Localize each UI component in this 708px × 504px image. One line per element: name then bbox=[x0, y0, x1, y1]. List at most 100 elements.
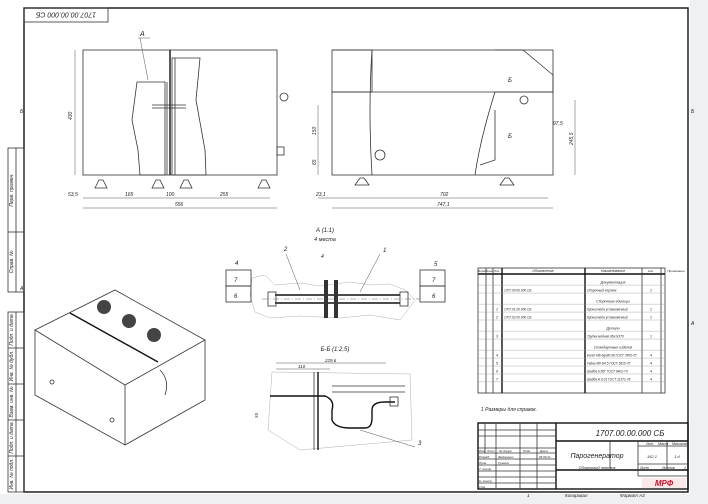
page-number: 1 bbox=[527, 493, 530, 498]
front-view: А 430 53,5 165 100 255 556 bbox=[68, 31, 289, 209]
spec-cell-code: 1707.02.00.000 СБ bbox=[504, 316, 531, 320]
svg-text:Зона: Зона bbox=[486, 269, 493, 273]
spec-cell-pos: 2 bbox=[495, 316, 498, 320]
svg-text:Лист: Лист bbox=[486, 449, 495, 453]
spec-cell-qty: 4 bbox=[650, 377, 652, 381]
spec-cell-pos: 5 bbox=[496, 362, 498, 366]
svg-text:23,1: 23,1 bbox=[315, 192, 326, 198]
spec-cell-qty: 1 bbox=[650, 316, 652, 320]
svg-text:1:4: 1:4 bbox=[674, 454, 680, 459]
svg-text:Поз.: Поз. bbox=[494, 269, 500, 273]
svg-text:Разраб.: Разраб. bbox=[479, 455, 490, 459]
svg-text:4: 4 bbox=[235, 261, 239, 267]
svg-text:Б-Б (1:2,5): Б-Б (1:2,5) bbox=[321, 347, 350, 353]
spec-cell-pos: 6 bbox=[496, 369, 498, 373]
svg-text:Обозначение: Обозначение bbox=[532, 269, 553, 273]
svg-text:6: 6 bbox=[234, 294, 238, 300]
svg-text:А (1:1): А (1:1) bbox=[315, 228, 334, 234]
svg-text:Пров.: Пров. bbox=[479, 461, 487, 465]
svg-text:А: А bbox=[19, 286, 24, 292]
svg-text:Подп. и дата: Подп. и дата bbox=[9, 422, 15, 454]
spec-cell-name: Кронштейн установочный bbox=[587, 308, 628, 312]
section-bb: Б-Б (1:2,5) 229,6 110 55 3 bbox=[254, 347, 422, 451]
format-label: Формат A3 bbox=[620, 493, 645, 498]
svg-text:430: 430 bbox=[68, 111, 74, 120]
spec-cell-name: Сборочный чертеж bbox=[587, 289, 617, 293]
spec-cell-name: Стандартные изделия bbox=[594, 346, 633, 350]
spec-cell-name: Шайба 6.65Г ГОСТ 6402-70 bbox=[587, 369, 628, 373]
svg-text:7: 7 bbox=[234, 278, 238, 284]
spec-cell-name: Болт М6-6gx80.58 ГОСТ 7805-70 bbox=[587, 354, 637, 358]
svg-text:Инв. № подл.: Инв. № подл. bbox=[9, 458, 15, 489]
svg-text:4: 4 bbox=[321, 254, 324, 260]
rotated-drawing-number: 1707.00.00.000 СБ bbox=[35, 11, 96, 18]
spec-cell-pos: 3 bbox=[496, 335, 498, 339]
svg-text:Н. контр.: Н. контр. bbox=[479, 479, 493, 483]
spec-cell-name: Трубка медная d6x1x370 bbox=[587, 335, 624, 339]
svg-text:Подп. и дата: Подп. и дата bbox=[9, 314, 15, 346]
svg-text:Листов: Листов bbox=[661, 466, 675, 470]
svg-text:Т. контр.: Т. контр. bbox=[479, 467, 492, 471]
spec-cell-name: Документация bbox=[600, 281, 626, 285]
svg-text:Инв. № дубл.: Инв. № дубл. bbox=[9, 351, 15, 382]
svg-text:Форм.: Форм. bbox=[478, 269, 487, 273]
svg-text:Гулевич: Гулевич bbox=[498, 461, 510, 465]
svg-text:Федоренко: Федоренко bbox=[498, 455, 514, 459]
svg-text:100: 100 bbox=[166, 192, 175, 198]
spec-cell-pos: 1 bbox=[496, 308, 498, 312]
spec-cell-code: 1707.00.00.000 СБ bbox=[504, 289, 531, 293]
drawing-sheet: 1707.00.00.000 СБ Перв. примен. Справ. №… bbox=[0, 0, 695, 498]
svg-text:1: 1 bbox=[684, 466, 686, 470]
svg-text:Лист: Лист bbox=[639, 466, 649, 470]
svg-text:5: 5 bbox=[434, 262, 438, 268]
svg-text:Справ. №: Справ. № bbox=[9, 250, 15, 273]
svg-text:245,5: 245,5 bbox=[569, 132, 575, 146]
spec-cell-qty: 4 bbox=[650, 354, 652, 358]
spec-cell-pos: 4 bbox=[496, 354, 498, 358]
svg-text:7: 7 bbox=[432, 278, 436, 284]
svg-text:Утв.: Утв. bbox=[479, 485, 486, 489]
svg-text:110: 110 bbox=[298, 364, 306, 369]
svg-text:97,5: 97,5 bbox=[553, 121, 563, 127]
rotated-stamp-box bbox=[23, 7, 109, 23]
svg-text:Б: Б bbox=[508, 134, 512, 140]
detail-a: А (1:1) 4 места 4 7 6 2 1 5 7 6 4 bbox=[225, 228, 446, 321]
spec-cell-name: Кронштейн установочный bbox=[587, 316, 628, 320]
specification-table: Форм. Зона Поз. Обозначение Наименование… bbox=[477, 267, 685, 394]
svg-text:Перв. примен.: Перв. примен. bbox=[9, 173, 15, 206]
note: 1 Размеры для справок. bbox=[481, 407, 537, 413]
svg-text:А: А bbox=[139, 31, 145, 38]
spec-cell-name: Гайка М6-6H.5 ГОСТ 5915-70 bbox=[587, 362, 631, 366]
spec-cell-qty: 4 bbox=[650, 362, 652, 366]
company-logo: МРФ bbox=[642, 478, 686, 488]
svg-text:6: 6 bbox=[432, 294, 436, 300]
svg-text:Взам. инв. №: Взам. инв. № bbox=[9, 386, 15, 418]
spec-cell-name: Сборочные единицы bbox=[596, 300, 630, 304]
svg-text:4 места: 4 места bbox=[314, 237, 336, 243]
svg-text:Примечание: Примечание bbox=[667, 269, 685, 273]
svg-text:255: 255 bbox=[219, 192, 229, 198]
side-view: 150 65 245,5 97,5 Б Б 23,1 702 747,1 bbox=[312, 49, 576, 209]
svg-text:Дата: Дата bbox=[539, 449, 548, 453]
svg-text:65: 65 bbox=[312, 159, 318, 165]
svg-text:150: 150 bbox=[312, 126, 318, 135]
svg-text:55: 55 bbox=[254, 412, 259, 418]
svg-text:№ докум.: № докум. bbox=[499, 449, 512, 453]
spec-cell-pos: 7 bbox=[496, 377, 499, 381]
svg-text:Б: Б bbox=[691, 109, 695, 115]
svg-text:06.09.21: 06.09.21 bbox=[539, 455, 551, 459]
spec-cell-qty: 1 bbox=[650, 335, 652, 339]
title-block: 1707.00.00.000 СБ Парогенератор Сборочны… bbox=[477, 422, 689, 490]
left-strip: Перв. примен. Справ. № Подп. и дата Инв.… bbox=[7, 109, 695, 493]
svg-text:556: 556 bbox=[175, 202, 184, 208]
svg-text:Наименование: Наименование bbox=[601, 269, 625, 273]
svg-text:Б: Б bbox=[20, 109, 24, 115]
svg-text:747,1: 747,1 bbox=[437, 202, 450, 208]
svg-text:Масштаб: Масштаб bbox=[672, 442, 689, 446]
sheet-frame bbox=[23, 7, 689, 493]
svg-text:702: 702 bbox=[440, 192, 449, 198]
svg-text:1707.00.00.000 СБ: 1707.00.00.000 СБ bbox=[596, 429, 665, 438]
svg-text:Масса: Масса bbox=[658, 442, 668, 446]
svg-text:165: 165 bbox=[125, 192, 134, 198]
